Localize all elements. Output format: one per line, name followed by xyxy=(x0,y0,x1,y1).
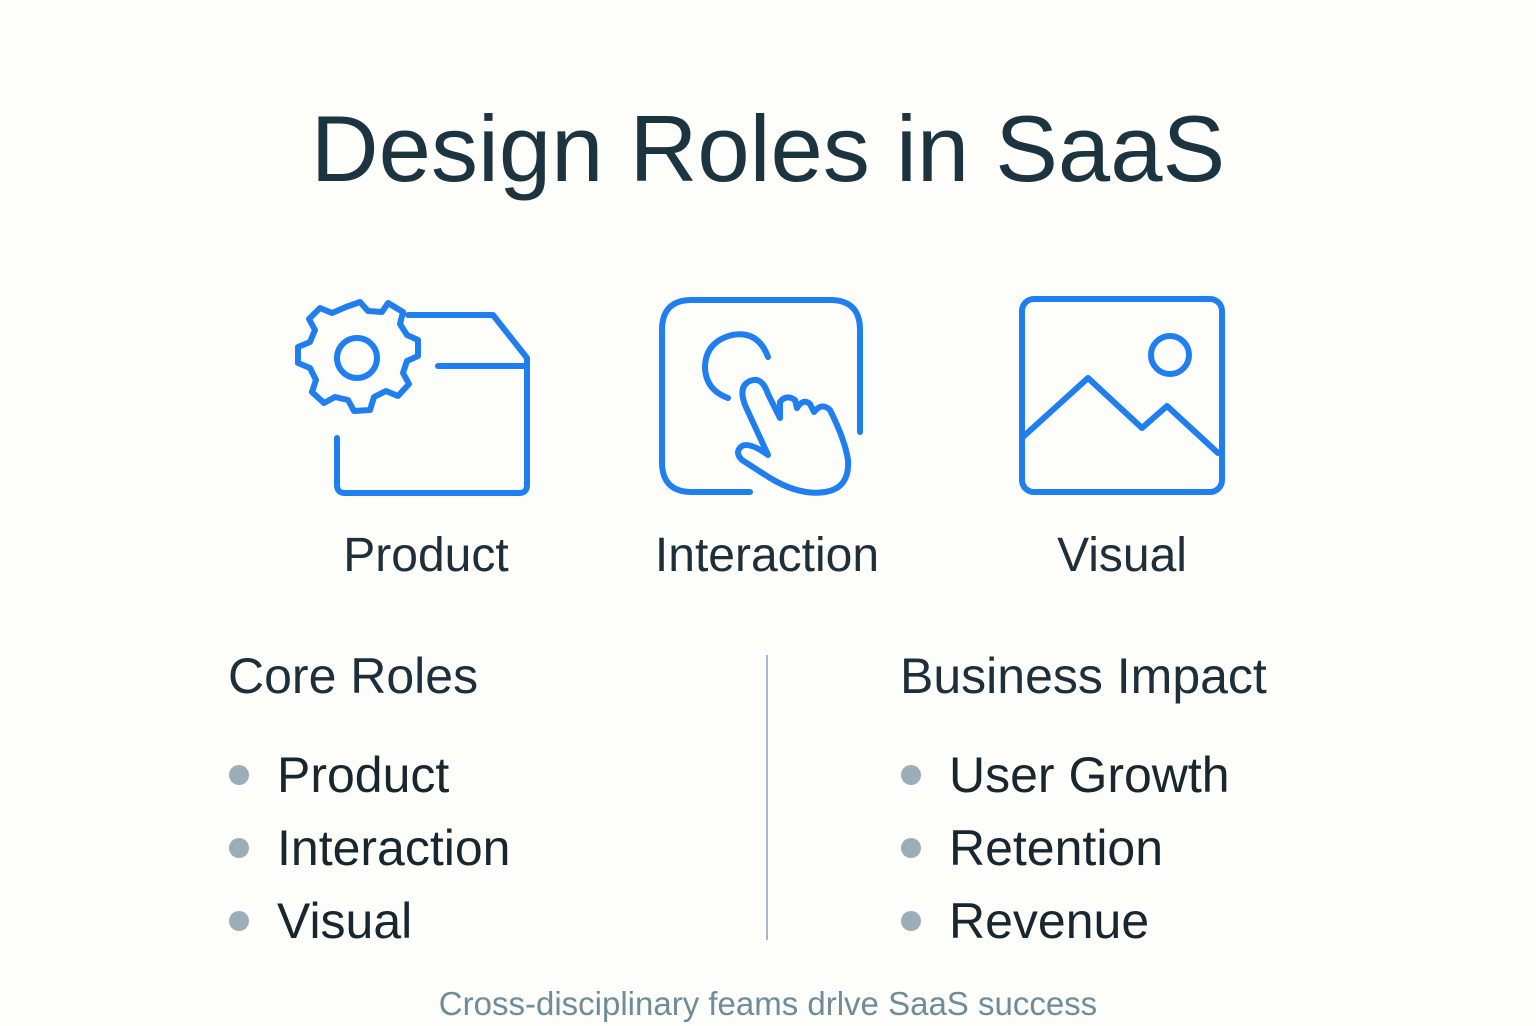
role-label-interaction: Interaction xyxy=(654,529,880,582)
list-item: Visual xyxy=(229,884,510,957)
bullet-icon xyxy=(901,764,921,785)
bullet-icon xyxy=(229,764,249,785)
list-item-label: Interaction xyxy=(277,819,511,876)
list-item: Product xyxy=(229,738,510,811)
list-item-label: Revenue xyxy=(949,892,1150,949)
bullet-icon xyxy=(229,837,249,858)
role-label-visual: Visual xyxy=(1057,529,1187,582)
page-title: Design Roles in SaaS xyxy=(310,96,1226,201)
list-item: Revenue xyxy=(901,884,1230,957)
role-label-product: Product xyxy=(343,529,509,582)
list-item-label: Visual xyxy=(277,892,413,949)
list-item-label: User Growth xyxy=(949,746,1230,803)
gear-box-icon xyxy=(290,290,540,500)
bullet-icon xyxy=(901,910,921,931)
core-roles-list: Product Interaction Visual xyxy=(229,738,510,957)
list-item: Interaction xyxy=(229,811,510,884)
bullet-icon xyxy=(901,837,921,858)
business-impact-heading: Business Impact xyxy=(900,648,1267,704)
bullet-icon xyxy=(229,910,249,931)
list-item-label: Retention xyxy=(949,819,1164,876)
footer-tagline: Cross-disciplinary feams drlve SaaS succ… xyxy=(438,985,1098,1022)
list-item-label: Product xyxy=(277,746,450,803)
core-roles-heading: Core Roles xyxy=(228,648,479,704)
business-impact-list: User Growth Retention Revenue xyxy=(901,738,1230,957)
tap-hand-icon xyxy=(650,290,870,500)
list-item: User Growth xyxy=(901,738,1230,811)
section-divider xyxy=(766,655,768,940)
image-icon xyxy=(1010,290,1230,500)
list-item: Retention xyxy=(901,811,1230,884)
